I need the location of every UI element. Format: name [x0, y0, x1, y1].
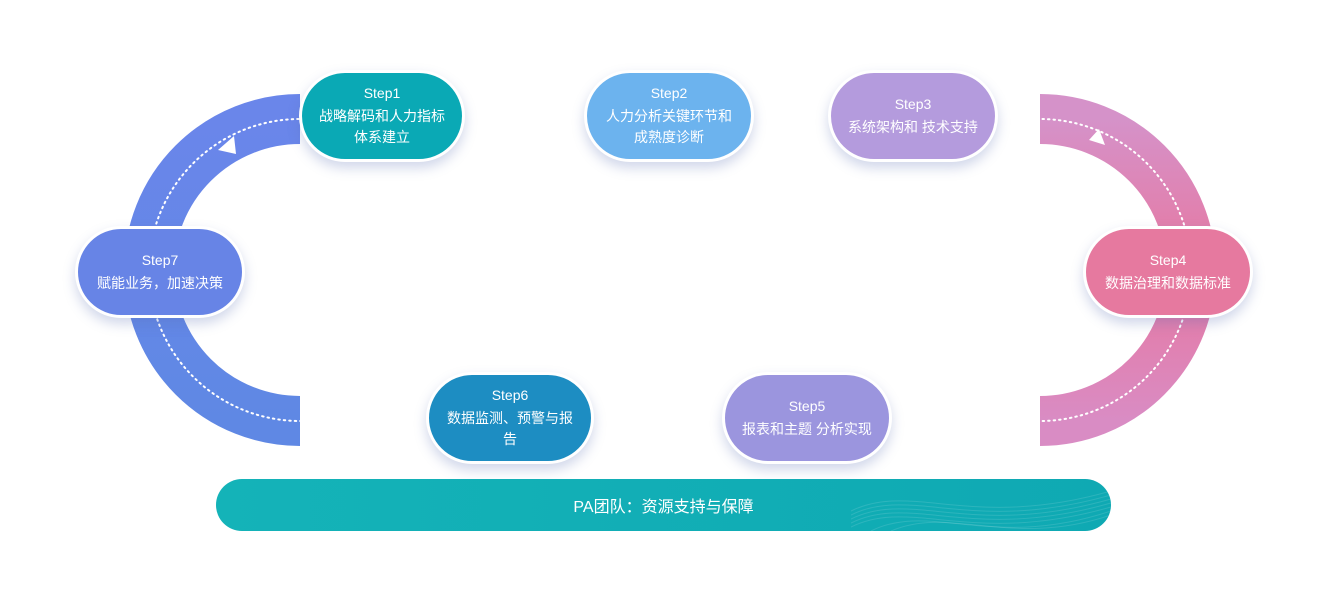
- loop-track: [124, 94, 1216, 446]
- step6-text: 数据监测、预警与报告: [447, 410, 573, 447]
- step1-node: Step1 战略解码和人力指标体系建立: [299, 70, 465, 162]
- support-banner: PA团队：资源支持与保障: [216, 479, 1111, 531]
- step2-node: Step2 人力分析关键环节和成熟度诊断: [584, 70, 754, 162]
- arrow-left-icon: [327, 413, 342, 429]
- step4-text: 数据治理和数据标准: [1105, 274, 1231, 291]
- arrow-left-icon: [986, 413, 1001, 429]
- step4-label: Step4: [1149, 251, 1187, 268]
- step3-text: 系统架构和 技术支持: [848, 118, 978, 135]
- arrow-down-right-icon: [1089, 129, 1105, 145]
- step4-node: Step4 数据治理和数据标准: [1083, 226, 1253, 318]
- step7-node: Step7 赋能业务，加速决策: [75, 226, 245, 318]
- flow-arrows: [218, 111, 1105, 429]
- banner-text: PA团队：资源支持与保障: [573, 499, 754, 516]
- arrow-left-icon: [655, 413, 670, 429]
- arrow-up-right-icon: [218, 136, 236, 154]
- step1-label: Step1: [363, 85, 401, 101]
- flow-dotted-line: [148, 118, 1192, 422]
- step2-text: 人力分析关键环节和成熟度诊断: [606, 108, 732, 145]
- step7-text: 赋能业务，加速决策: [97, 274, 223, 291]
- step3-label: Step3: [894, 95, 932, 112]
- step7-label: Step7: [141, 251, 179, 268]
- step3-node: Step3 系统架构和 技术支持: [828, 70, 998, 162]
- step5-text: 报表和主题 分析实现: [742, 420, 872, 437]
- arrow-right-icon: [788, 111, 803, 127]
- step6-node: Step6 数据监测、预警与报告: [426, 372, 594, 464]
- step2-label: Step2: [650, 85, 688, 101]
- step1-text: 战略解码和人力指标体系建立: [319, 108, 445, 145]
- wave-pattern-decoration: [851, 490, 1111, 531]
- step6-label: Step6: [491, 387, 529, 403]
- step5-label: Step5: [788, 397, 826, 414]
- arrow-right-icon: [525, 111, 540, 127]
- step5-node: Step5 报表和主题 分析实现: [722, 372, 892, 464]
